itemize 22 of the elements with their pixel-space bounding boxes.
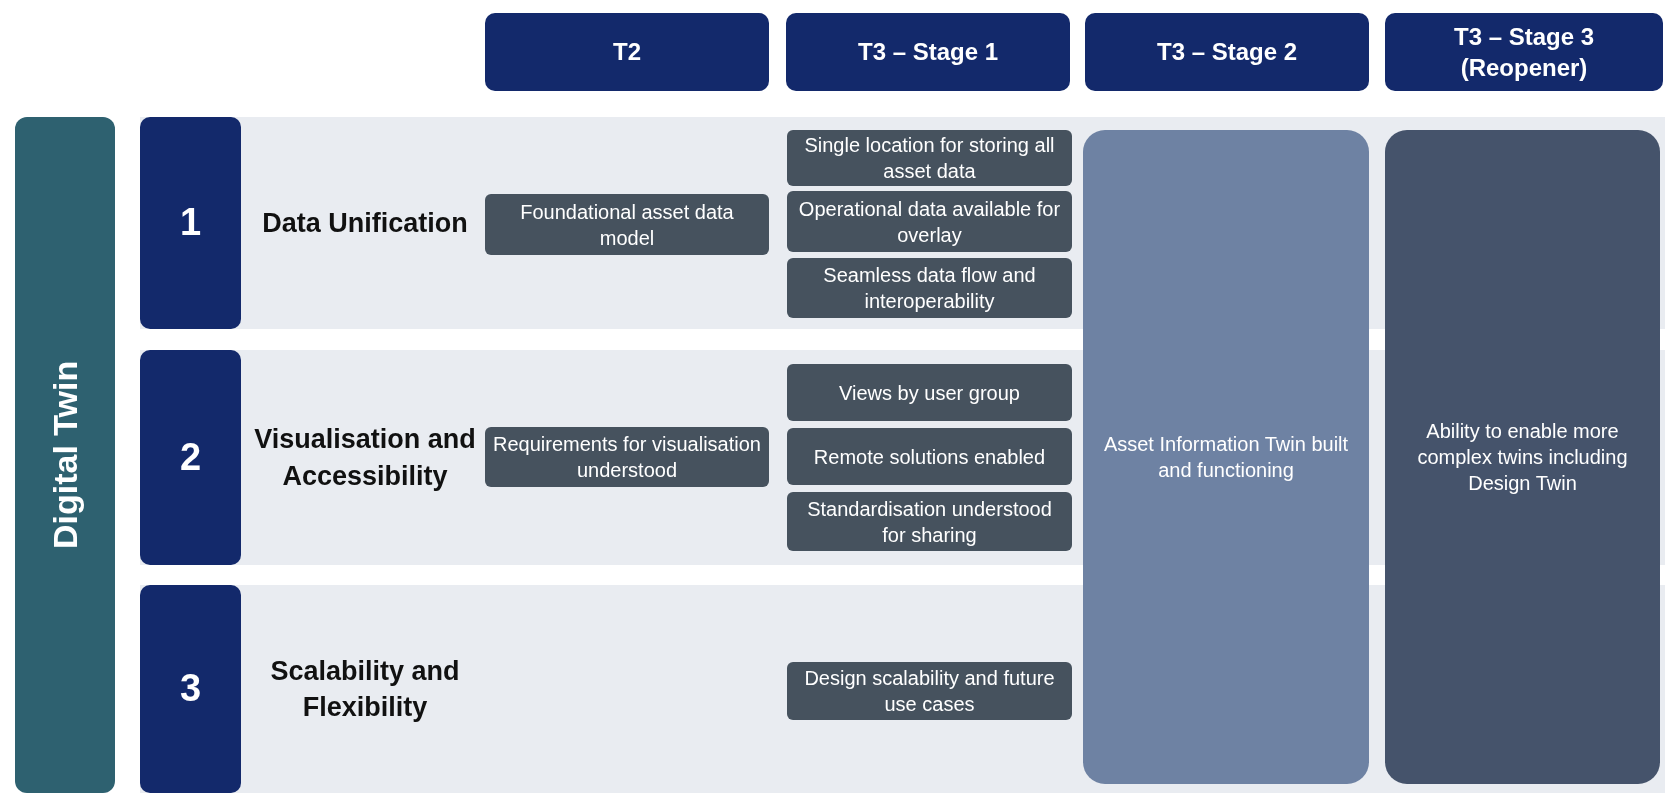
milestone-card: Standardisation understood for sharing bbox=[787, 492, 1072, 551]
number-badge: 2 bbox=[140, 350, 241, 565]
milestone-card: Requirements for visualisation understood bbox=[485, 427, 769, 487]
stage-header: T2 bbox=[485, 13, 769, 91]
milestone-card: Seamless data flow and interoperability bbox=[787, 258, 1072, 318]
stage-panel: Asset Information Twin built and functioning bbox=[1083, 130, 1369, 784]
pillar-bar: Digital Twin bbox=[15, 117, 115, 793]
stage-header: T3 – Stage 2 bbox=[1085, 13, 1369, 91]
stage-header: T3 – Stage 3 (Reopener) bbox=[1385, 13, 1663, 91]
number-badge: 1 bbox=[140, 117, 241, 329]
milestone-card: Views by user group bbox=[787, 364, 1072, 421]
milestone-card: Operational data available for overlay bbox=[787, 191, 1072, 252]
number-badge: 3 bbox=[140, 585, 241, 793]
row-title: Scalability and Flexibility bbox=[269, 654, 461, 724]
stage-panel: Ability to enable more complex twins including Design Twin bbox=[1385, 130, 1660, 784]
milestone-card: Single location for storing all asset data bbox=[787, 130, 1072, 186]
milestone-card: Design scalability and future use cases bbox=[787, 662, 1072, 720]
row-title: Visualisation and Accessibility bbox=[253, 423, 477, 493]
row-title: Data Unification bbox=[261, 206, 469, 240]
stage-header: T3 – Stage 1 bbox=[786, 13, 1070, 91]
milestone-card: Remote solutions enabled bbox=[787, 428, 1072, 485]
milestone-card: Foundational asset data model bbox=[485, 194, 769, 255]
